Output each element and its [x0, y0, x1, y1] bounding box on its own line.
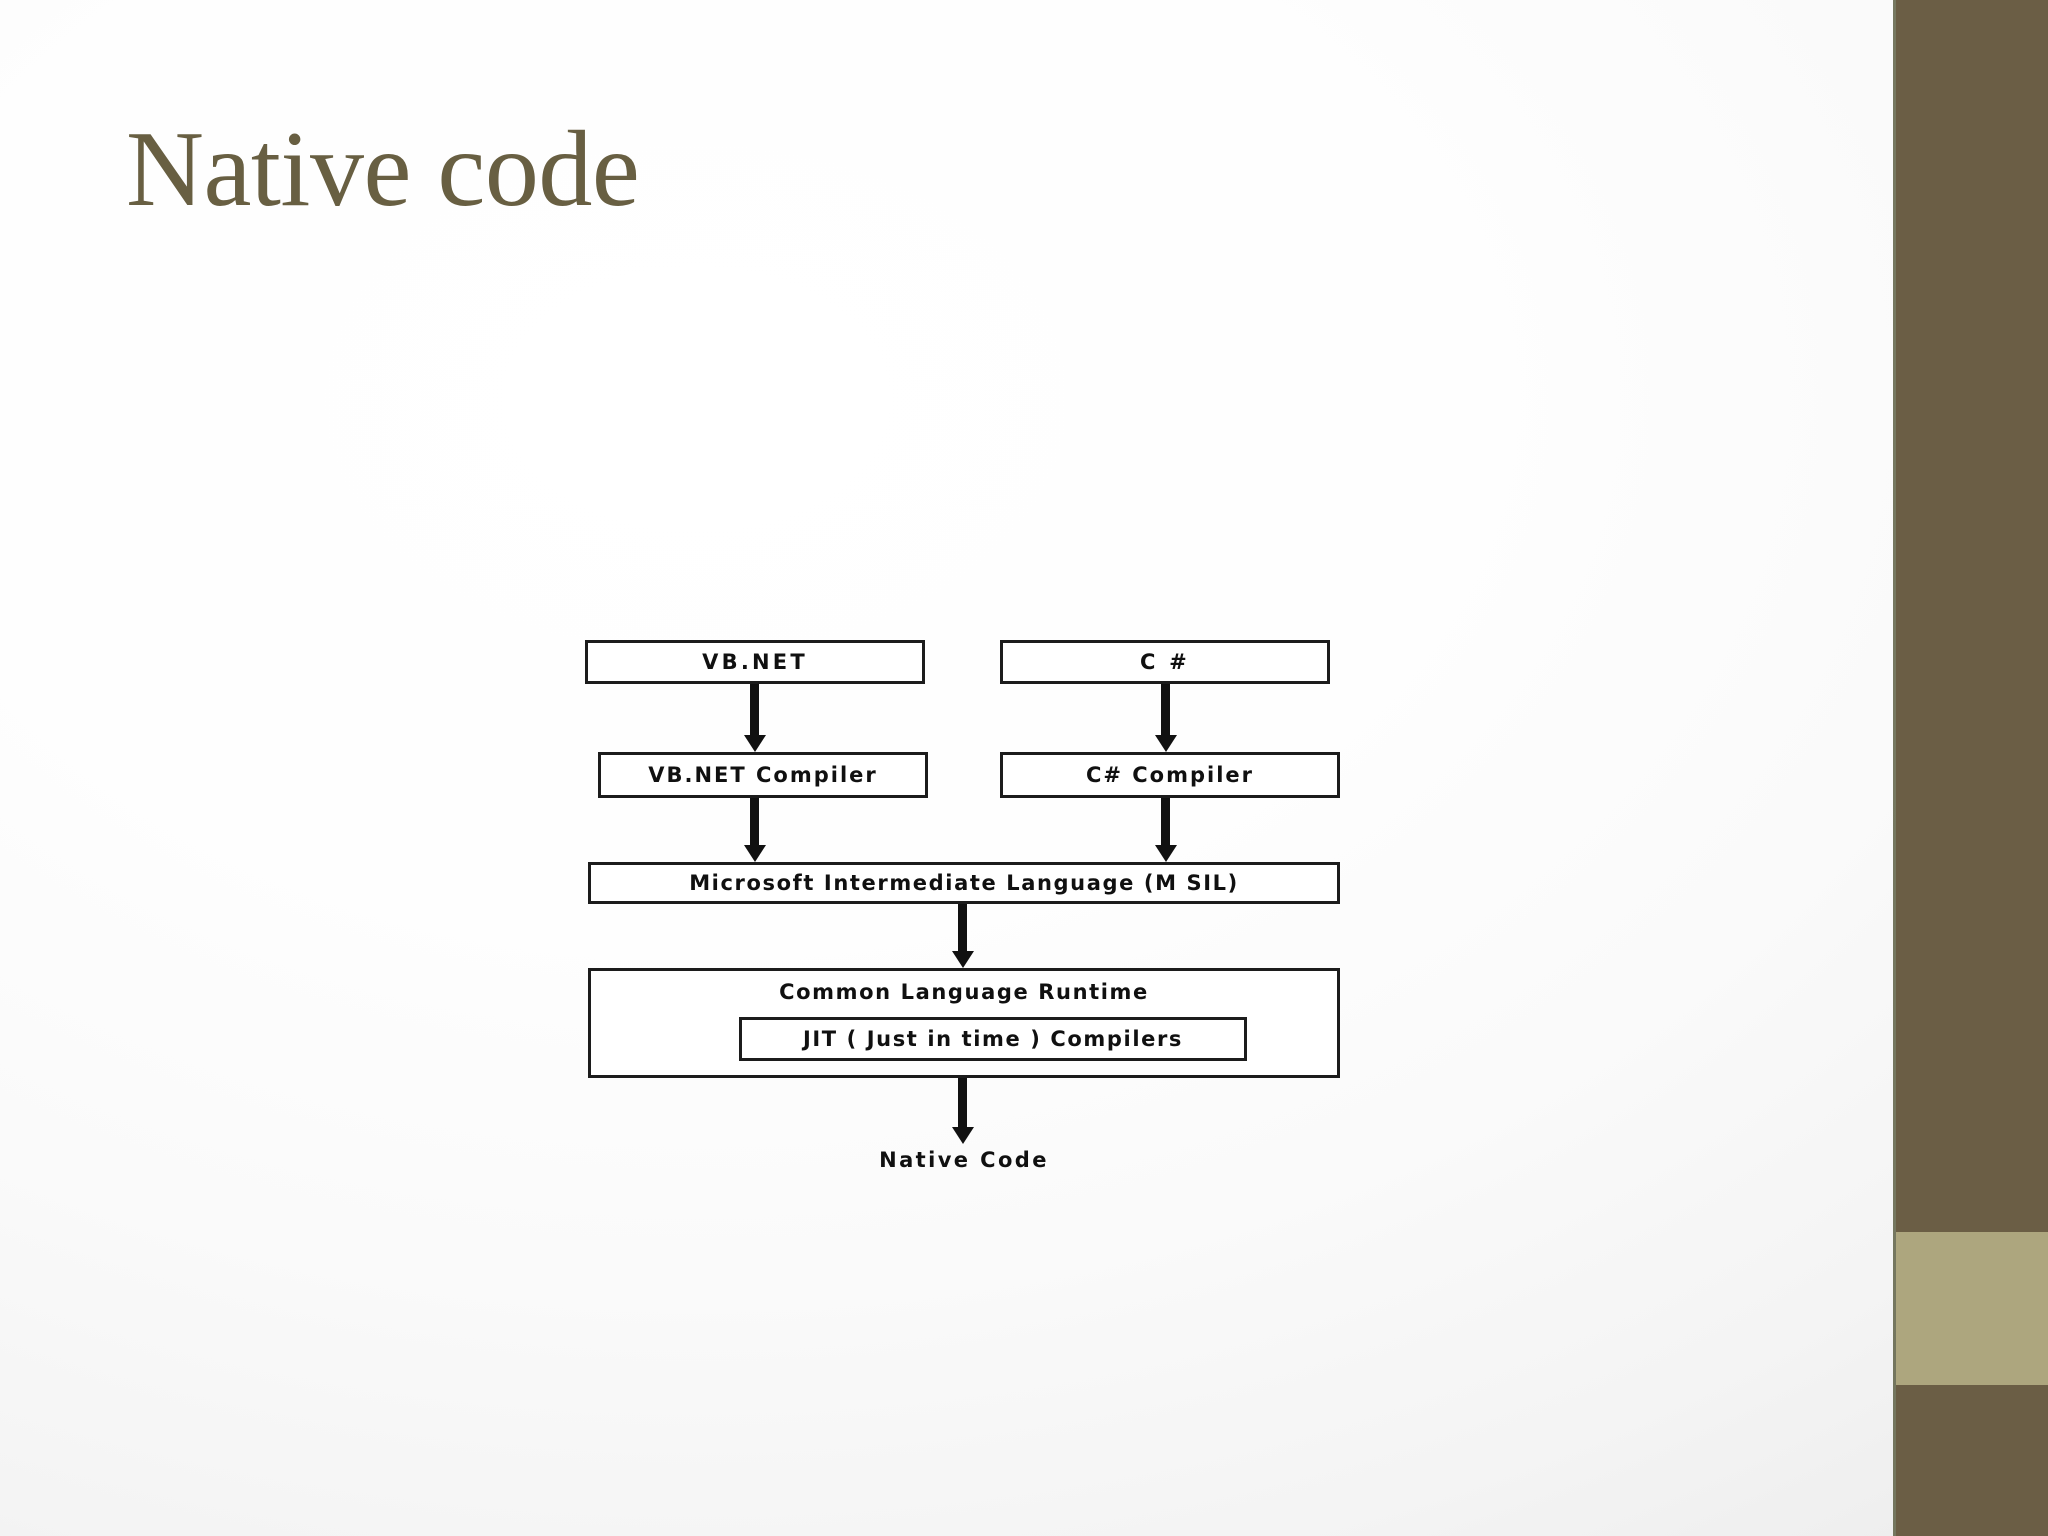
side-band-middle	[1896, 1232, 2048, 1385]
side-band-bottom	[1896, 1385, 2048, 1536]
node-jit-compilers: JIT ( Just in time ) Compilers	[739, 1017, 1247, 1061]
node-msil: Microsoft Intermediate Language (M SIL)	[588, 862, 1340, 904]
node-msil-label: Microsoft Intermediate Language (M SIL)	[689, 870, 1239, 895]
node-native-code: Native Code	[588, 1150, 1340, 1172]
arrow-vbnet-to-vbnet-compiler	[750, 684, 759, 736]
node-vbnet-compiler: VB.NET Compiler	[598, 752, 928, 798]
node-csharp-compiler-label: C# Compiler	[1085, 762, 1255, 787]
side-band-top	[1896, 0, 2048, 1232]
node-native-code-label: Native Code	[879, 1148, 1049, 1172]
node-jit-compilers-label: JIT ( Just in time ) Compilers	[802, 1026, 1184, 1051]
arrow-clr-to-native-code	[958, 1078, 967, 1128]
page-title: Native code	[126, 110, 640, 229]
node-csharp-compiler: C# Compiler	[1000, 752, 1340, 798]
node-csharp: C #	[1000, 640, 1330, 684]
arrow-csharp-compiler-to-msil	[1161, 798, 1170, 846]
node-csharp-label: C #	[1140, 649, 1190, 674]
side-band-group	[1893, 0, 2048, 1536]
node-vbnet-compiler-label: VB.NET Compiler	[648, 762, 878, 787]
arrow-vbnet-compiler-to-msil	[750, 798, 759, 846]
arrow-msil-to-clr	[958, 904, 967, 952]
node-clr-label: Common Language Runtime	[779, 980, 1149, 1004]
node-vbnet: VB.NET	[585, 640, 925, 684]
node-vbnet-label: VB.NET	[702, 649, 808, 674]
arrow-csharp-to-csharp-compiler	[1161, 684, 1170, 736]
side-edge-line	[1893, 0, 1897, 1536]
node-clr: Common Language Runtime JIT ( Just in ti…	[588, 968, 1340, 1078]
native-code-flow-diagram: VB.NET C # VB.NET Compiler C# Compiler M…	[560, 620, 1380, 1180]
node-clr-title: Common Language Runtime	[591, 982, 1337, 1004]
